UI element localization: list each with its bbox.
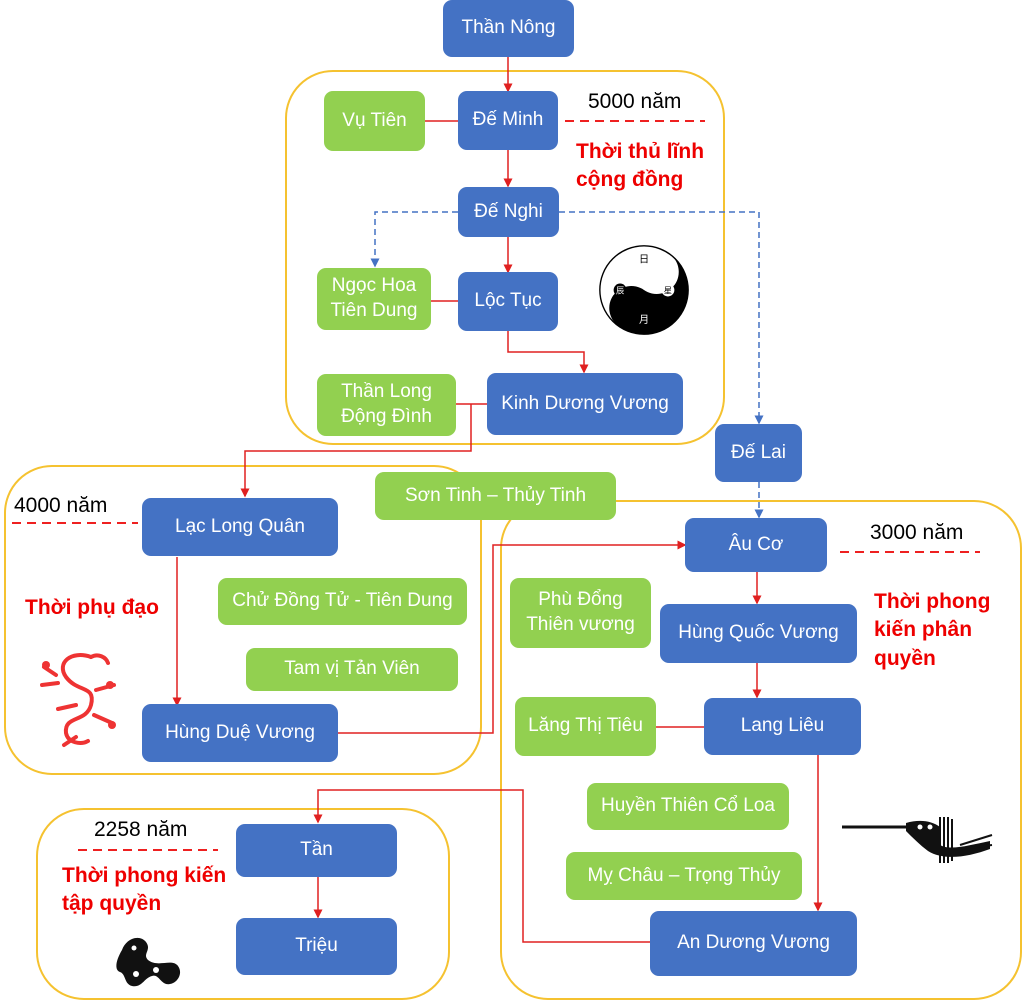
node-hung-quoc-vuong[interactable]: Hùng Quốc Vương — [660, 604, 857, 663]
node-phu-dong-thien-vuong[interactable]: Phù Đổng Thiên vương — [510, 578, 651, 648]
node-tam-vi-tan-vien[interactable]: Tam vị Tản Viên — [246, 648, 458, 691]
node-than-nong[interactable]: Thần Nông — [443, 0, 574, 57]
black-dragon-icon — [116, 937, 181, 987]
node-son-tinh-thuy-tinh[interactable]: Sơn Tinh – Thủy Tinh — [375, 472, 616, 520]
era-years-4000: 4000 năm — [14, 494, 108, 517]
era-title-centralized-feudal: Thời phong kiến tập quyền — [62, 864, 227, 916]
node-my-chau-trong-thuy[interactable]: Mỵ Châu – Trọng Thủy — [566, 852, 802, 900]
era-years-3000: 3000 năm — [870, 521, 964, 544]
node-lac-long-quan[interactable]: Lạc Long Quân — [142, 498, 338, 556]
node-ngoc-hoa-tien-dung[interactable]: Ngọc Hoa Tiên Dung — [317, 268, 431, 330]
era-years-5000: 5000 năm — [588, 90, 682, 113]
node-trieu[interactable]: Triệu — [236, 918, 397, 975]
node-chu-dong-tu[interactable]: Chử Đồng Tử - Tiên Dung — [218, 578, 467, 625]
node-an-duong-vuong[interactable]: An Dương Vương — [650, 911, 857, 976]
yin-yang-right-char: 星 — [664, 287, 672, 296]
node-de-lai[interactable]: Đế Lai — [715, 424, 802, 482]
era-years-2258: 2258 năm — [94, 818, 188, 841]
node-vu-tien[interactable]: Vụ Tiên — [324, 91, 425, 151]
node-tan[interactable]: Tần — [236, 824, 397, 877]
yin-yang-icon: 日 辰 星 月 — [599, 245, 689, 335]
era-title-community-leaders: Thời thủ lĩnh cộng đồng — [576, 140, 705, 192]
yin-yang-left-char: 辰 — [616, 287, 624, 296]
node-au-co[interactable]: Âu Cơ — [685, 518, 827, 572]
yin-yang-bottom-char: 月 — [639, 314, 649, 326]
era-title-phu-dao: Thời phụ đạo — [25, 596, 159, 619]
red-dragon-icon — [40, 653, 116, 747]
node-kinh-duong-vuong[interactable]: Kinh Dương Vương — [487, 373, 683, 435]
node-lang-lieu[interactable]: Lang Liêu — [704, 698, 861, 755]
bird-icon — [842, 817, 993, 863]
node-lang-thi-tieu[interactable]: Lăng Thị Tiêu — [515, 697, 656, 756]
node-de-minh[interactable]: Đế Minh — [458, 91, 558, 150]
era-title-decentralized-feudal: Thời phong kiến phân quyền — [874, 590, 991, 670]
node-hung-due-vuong[interactable]: Hùng Duệ Vương — [142, 704, 338, 762]
node-loc-tuc[interactable]: Lộc Tục — [458, 272, 558, 331]
node-huyen-thien-co-loa[interactable]: Huyền Thiên Cổ Loa — [587, 783, 789, 830]
era-group-decentralized-feudal — [500, 500, 1022, 1000]
node-de-nghi[interactable]: Đế Nghi — [458, 187, 559, 237]
node-than-long-dong-dinh[interactable]: Thần Long Động Đình — [317, 374, 456, 436]
yin-yang-top-char: 日 — [639, 254, 649, 265]
